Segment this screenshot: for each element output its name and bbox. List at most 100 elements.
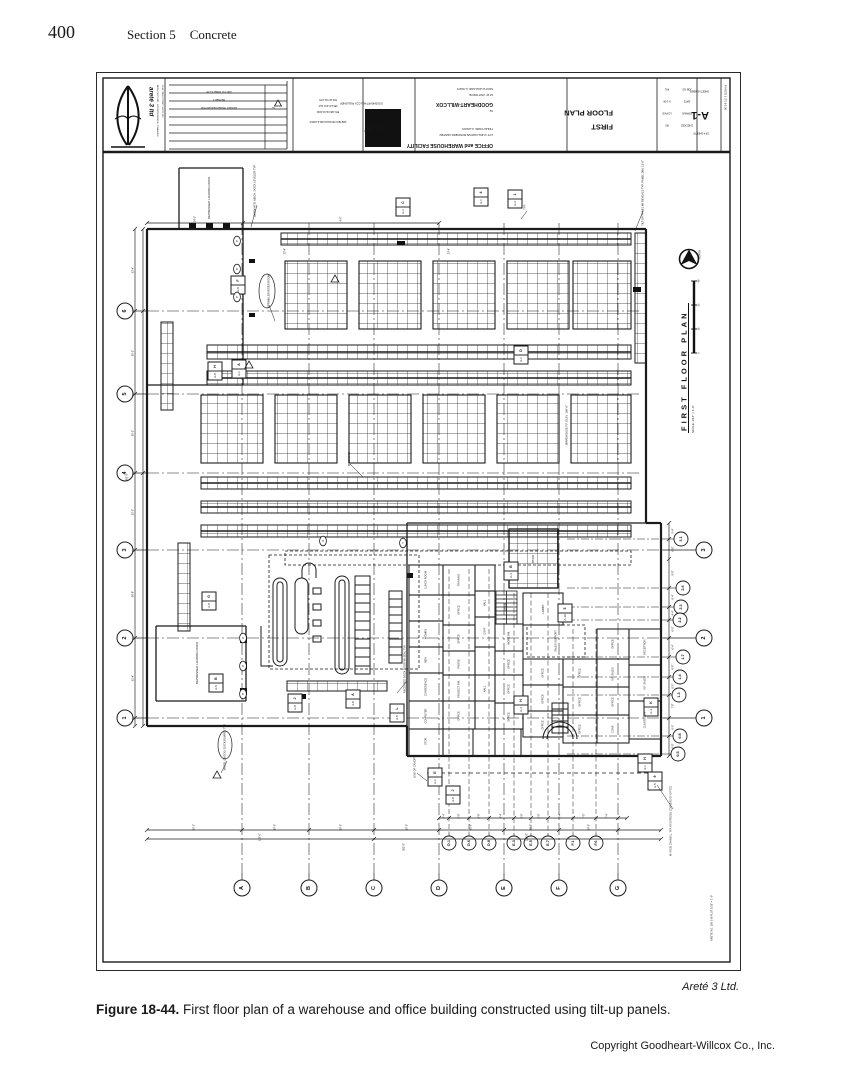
grid-bubble-subrow-label: 1.7	[681, 654, 685, 659]
figure-frame: areté 3 ltd ARCHITECTURE - INTERIOR DESI…	[96, 72, 741, 971]
dim-text: 6'-8"	[672, 743, 675, 748]
dim-text: 6'-4"	[672, 594, 675, 599]
door-tag	[399, 537, 407, 549]
dim-text: 7'-8"	[672, 703, 675, 708]
grid-bubble-row	[116, 464, 134, 482]
title-block-dividers	[164, 78, 722, 152]
sheet-number-label: SHEET NUMBER	[690, 90, 709, 93]
dim-text: 8'-4"	[559, 813, 562, 818]
plan-text-label: 10000# HYD. MECH. DOCK LEVELER TYP.	[253, 164, 257, 217]
north-arrow-icon	[678, 248, 700, 270]
revision-delta-icon	[212, 770, 222, 779]
leader-line	[396, 680, 408, 694]
room	[494, 728, 522, 757]
leader-line	[250, 204, 258, 228]
detail-marker-sheet: A-1	[519, 357, 523, 362]
dim-text: 6'-0"	[672, 724, 675, 729]
dim-tick	[666, 617, 672, 623]
revision-delta-icon	[244, 360, 254, 369]
detail-marker-sheet: A-4	[649, 709, 653, 714]
field-value: 401	[664, 88, 669, 91]
dim-text: 51'-4"	[132, 675, 135, 681]
grid-bubble-col-label: D	[436, 886, 442, 890]
plot-stamp: ARETE NO. 150-1-B PLOT 1/16" = 1'-0"	[710, 895, 714, 941]
rack-block	[506, 260, 570, 330]
grid-bubble-subrow-label: 1.4	[678, 673, 682, 679]
grid-bubble-subrow-label: 2.3	[679, 604, 683, 609]
plan-text-label: OFFICE	[541, 668, 545, 678]
plan-text-label: DEPRESSED LOADING DOCK	[195, 642, 199, 684]
grid-bubble-subrow-label: 0.5	[676, 751, 680, 756]
plan-text-label: HALL	[483, 685, 487, 692]
dim-tick	[240, 220, 246, 226]
rack-strip	[286, 680, 388, 692]
revision-cloud	[217, 730, 233, 760]
grid-bubble-row-label: 3	[122, 548, 128, 551]
grid-bubble-row	[116, 302, 134, 320]
grid-bubble-col	[609, 879, 627, 897]
room	[474, 564, 496, 592]
dim-tick	[593, 815, 599, 821]
dim-tick	[132, 226, 138, 232]
scale-bar-tick-label: 16	[697, 327, 701, 330]
detail-marker-sheet: A-8	[213, 373, 217, 378]
dim-tick	[132, 547, 138, 553]
field-value: RS	[665, 124, 669, 127]
rack-block	[200, 394, 264, 464]
page-number: 400	[48, 22, 75, 42]
grid-bubble-row-right	[695, 541, 713, 559]
grid-bubble-row-right	[695, 629, 713, 647]
grid-bubble-subcol-label: E.7	[546, 840, 550, 846]
dim-text: 8'-4"	[500, 813, 503, 818]
figure-caption: Figure 18-44. First floor plan of a ware…	[96, 1001, 756, 1019]
dim-text: 261'-8"	[126, 473, 129, 481]
detail-marker-sheet: A-8	[236, 287, 240, 292]
grid-bubble-row-right-label: 3	[701, 548, 707, 551]
detail-marker-top: 9	[653, 776, 657, 778]
door-tag-label: P	[235, 268, 239, 270]
dim-tick	[666, 536, 672, 542]
stair	[495, 590, 518, 625]
rack-block	[358, 260, 422, 330]
rack-block	[570, 394, 632, 464]
solid-mark	[223, 223, 230, 229]
firm-tagline: ARCHITECTURE - INTERIOR DESIGN - PLANNIN…	[156, 85, 159, 137]
plan-text-label: W/ RIGID CHANNEL, TYP. AT EXPOSED CORNER…	[670, 785, 673, 856]
scale-bar-tick-label: 32	[697, 303, 701, 306]
dim-tick	[132, 308, 138, 314]
field-value: 5-1-06	[663, 100, 671, 103]
grid-bubble-subrow	[673, 531, 689, 547]
figure-caption-label: Figure 18-44.	[96, 1002, 180, 1017]
plan-text-label: DEPRESSED LOADING DOCK	[207, 177, 211, 219]
plan-text-label: RACKING	[347, 452, 351, 466]
door-tag	[239, 660, 247, 672]
dim-text: 6'-8"	[672, 546, 675, 551]
detail-marker-sheet: 2-8	[351, 701, 355, 706]
plan-text-label: TILT-UP PANEL W/ REVEALS TYP. PANEL DIM.…	[641, 160, 645, 226]
solid-mark	[189, 223, 196, 229]
plan-title: FIRST FLOOR PLAN	[680, 311, 689, 432]
contact-line: 555-127-63-1 PH	[319, 98, 337, 100]
door-tag	[239, 688, 247, 700]
dim-tick	[658, 827, 664, 833]
detail-marker-top: H	[643, 757, 647, 760]
dim-tick	[140, 226, 146, 232]
plan-text-label: LINE OF CANOPY	[413, 756, 417, 778]
dim-text: 4'-4"	[672, 610, 675, 615]
dim-tick	[570, 815, 576, 821]
detail-marker-top: D	[519, 349, 523, 352]
detail-marker-sheet: A-1	[643, 765, 647, 770]
plan-text-label: OFFICE	[578, 697, 582, 707]
grid-bubble-subrow	[672, 669, 688, 685]
grid-bubble-col-label: E	[501, 886, 507, 890]
dim-tick	[486, 815, 492, 821]
gw-caption: GOODHEART-WILLCOX PUBLISHER	[340, 102, 383, 105]
plan-scale-note: SCALE: 1/16" = 1'-0"	[691, 405, 695, 433]
solid-mark	[249, 313, 255, 317]
grid-bubble-row	[116, 541, 134, 559]
grid-bubble-row-label: 2	[122, 636, 128, 639]
dim-tick	[666, 674, 672, 680]
gw-logo-text: G-W	[364, 123, 383, 133]
